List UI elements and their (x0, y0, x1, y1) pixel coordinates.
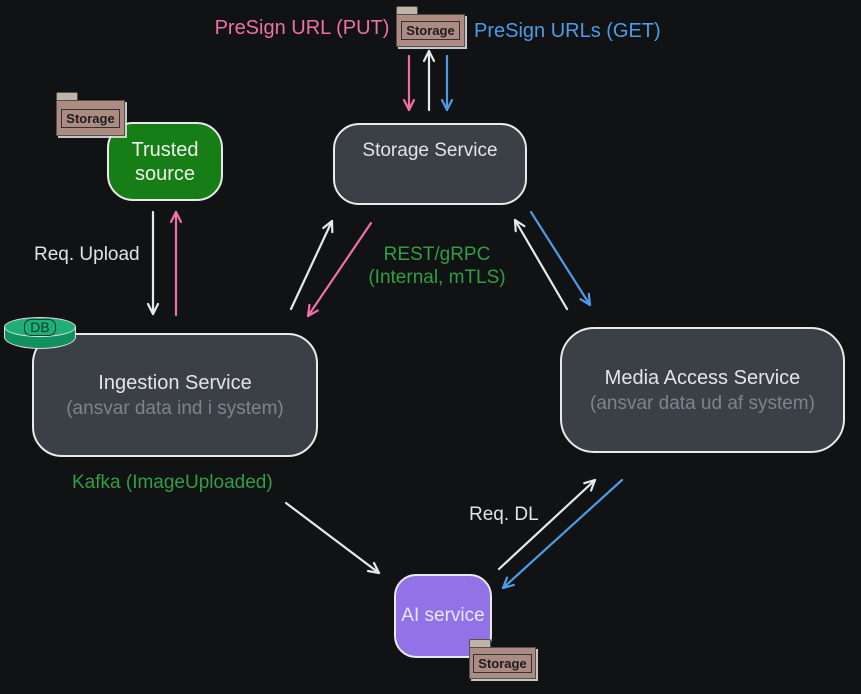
arrow-kafka-to-ai (284, 501, 381, 575)
arrow-media-to-storage (513, 218, 569, 311)
arrow-ai-to-media (497, 478, 597, 571)
arrow-ingestion-to-storage (289, 219, 334, 311)
label-presign-put: PreSign URL (PUT) (214, 17, 390, 39)
node-ingestion-service: Ingestion Service (ansvar data ind i sys… (32, 333, 318, 457)
db-cylinder-top: DB (4, 317, 76, 337)
db-label: DB (24, 318, 56, 336)
node-trusted-source: Trusted source (107, 122, 223, 201)
node-media-subtitle: (ansvar data ud af system) (590, 392, 815, 414)
folder-body: Storage (56, 100, 125, 136)
folder-label: Storage (61, 108, 120, 128)
node-media-access-service: Media Access Service (ansvar data ud af … (560, 327, 845, 453)
arrow-storage-to-media (529, 210, 592, 307)
node-media-title: Media Access Service (604, 366, 801, 389)
node-storage-service: Storage Service (333, 123, 527, 205)
label-rest-grpc-line1: REST/gRPC (383, 244, 491, 265)
storage-folder-icon-trusted: Storage (56, 92, 125, 136)
storage-folder-icon-ai: Storage (469, 639, 536, 679)
label-presign-get: PreSign URLs (GET) (474, 20, 661, 42)
storage-folder-icon-top: Storage (396, 6, 465, 47)
node-ingestion-subtitle: (ansvar data ind i system) (66, 397, 284, 419)
arrow-media-to-ai (501, 478, 624, 590)
db-cylinder-icon: DB (4, 317, 76, 351)
label-rest-grpc-line2: (Internal, mTLS) (368, 267, 506, 288)
folder-body: Storage (469, 647, 536, 679)
node-trusted-source-label: Trusted source (131, 138, 199, 185)
folder-label: Storage (401, 21, 460, 40)
label-req-dl: Req. DL (469, 504, 539, 525)
folder-body: Storage (396, 14, 465, 47)
folder-label: Storage (473, 653, 532, 673)
label-kafka-topic: Kafka (ImageUploaded) (72, 472, 273, 493)
node-ingestion-title: Ingestion Service (98, 371, 252, 394)
node-storage-service-label: Storage Service (362, 140, 498, 161)
label-req-upload: Req. Upload (34, 244, 140, 265)
node-ai-service-label: AI service (401, 605, 485, 626)
arrow-storage-to-ingestion (306, 221, 373, 318)
label-rest-grpc: REST/gRPC (Internal, mTLS) (357, 243, 517, 289)
